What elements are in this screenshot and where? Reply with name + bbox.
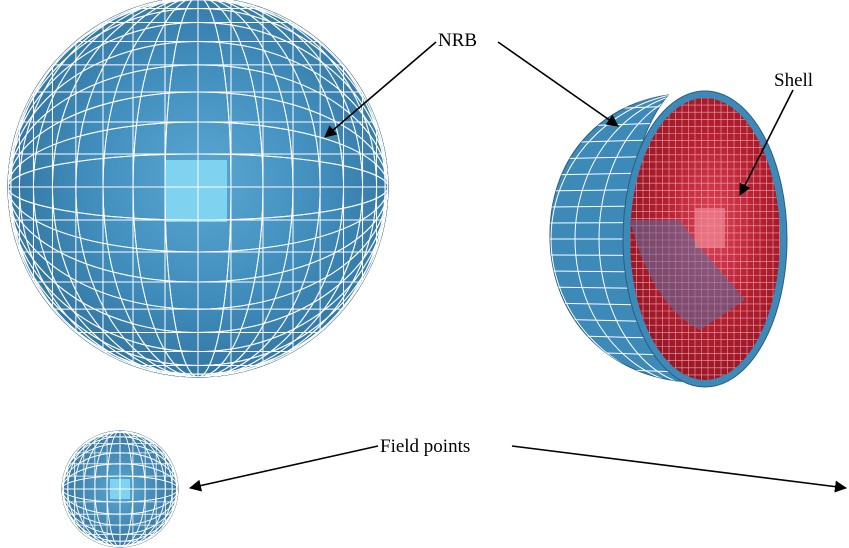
field-points-arrow-left [189,445,379,492]
field-points-label: Field points [380,436,470,457]
annotation-arrows [189,41,847,493]
nrb-arrow-right [497,41,619,127]
nrb-label: NRB [438,30,477,51]
shell-arrow [739,89,794,196]
hemisphere-icon [549,90,788,388]
nrb-arrow-left [324,41,437,138]
shell-label: Shell [774,70,813,91]
small-sphere-icon [61,430,179,548]
field-points-arrow-right [511,445,847,493]
large-sphere-icon [7,0,389,378]
